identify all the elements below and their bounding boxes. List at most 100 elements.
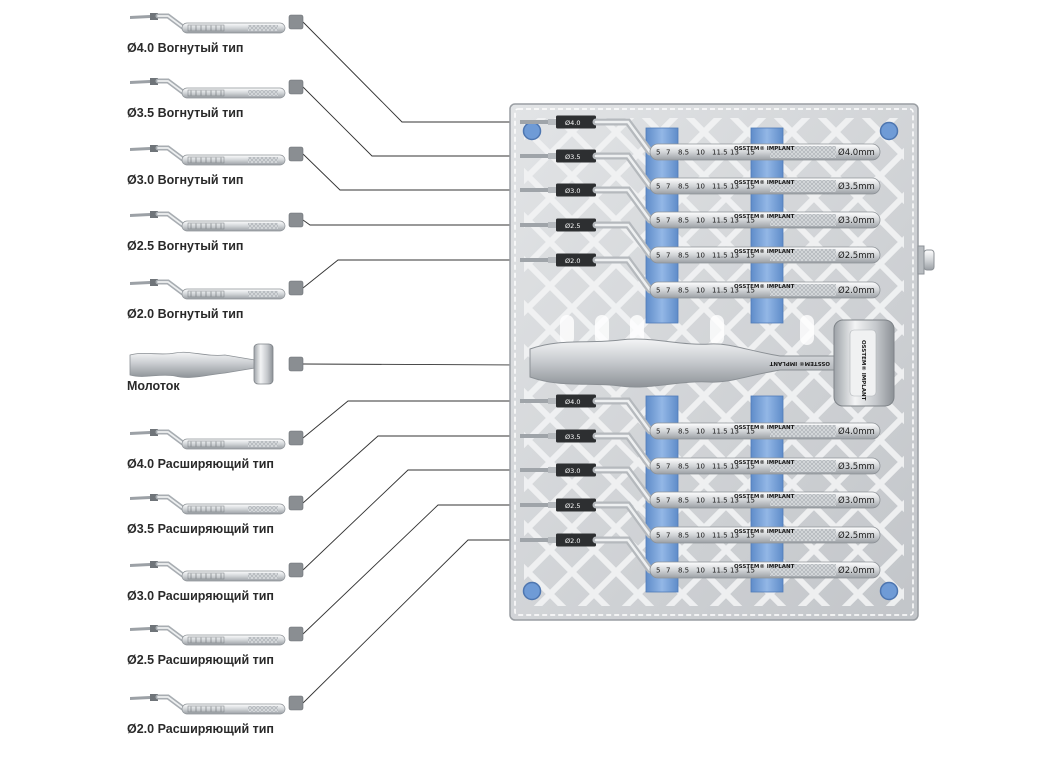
- instrument-diameter: Ø3.5: [127, 522, 154, 536]
- depth-mark: 8.5: [678, 463, 689, 471]
- instrument-type: Вогнутый тип: [158, 106, 244, 120]
- depth-mark: 13: [730, 497, 739, 505]
- tip-collar: [548, 153, 556, 159]
- depth-mark: 7: [666, 252, 670, 260]
- tip-collar: [548, 222, 556, 228]
- instrument-label: Ø3.0 Расширяющий тип: [127, 589, 274, 603]
- instrument-neck-highlight: [594, 120, 652, 154]
- legend-item-c35: Ø3.5 Вогнутый тип: [127, 78, 304, 120]
- callout-marker: [288, 695, 304, 711]
- instrument-neck-highlight: [594, 503, 652, 537]
- depth-mark: 5: [656, 217, 660, 225]
- instrument-type: Вогнутый тип: [158, 239, 244, 253]
- osteotome-neck-highlight: [157, 213, 185, 227]
- instrument-tip: [520, 120, 548, 124]
- tip-collar: [548, 257, 556, 263]
- depth-mark: 7: [666, 217, 670, 225]
- tip-label-bg: [556, 429, 596, 443]
- handle-knurling: [770, 494, 836, 506]
- depth-mark: 5: [656, 183, 660, 191]
- instrument-neck-highlight: [594, 399, 652, 433]
- handle-knurling: [770, 564, 836, 576]
- leader-line: [302, 86, 520, 157]
- callout-marker: [288, 495, 304, 511]
- legend-item-e40: Ø4.0 Расширяющий тип: [127, 429, 304, 471]
- handle-knurling: [770, 460, 836, 472]
- instrument-tip: [520, 223, 548, 227]
- handle-brand: OSSTEM® IMPLANT: [734, 214, 795, 220]
- osteotome-tip-collar: [150, 13, 158, 20]
- handle-knurling: [248, 506, 278, 512]
- osteotome-tip: [130, 15, 150, 19]
- instrument-label: Молоток: [127, 379, 180, 393]
- mallet-head-brand: OSSTEM® IMPLANT: [860, 340, 866, 401]
- instrument-tip: [520, 399, 548, 403]
- handle-knurling: [248, 573, 278, 579]
- tray-slot: [595, 315, 609, 345]
- tip-label-bg: [556, 394, 596, 408]
- depth-mark: 10: [696, 183, 705, 191]
- depth-mark: 15: [746, 287, 755, 295]
- osteotome-neck-highlight: [157, 147, 185, 161]
- legend-item-c40: Ø4.0 Вогнутый тип: [127, 13, 304, 55]
- handle-size: Ø4.0mm: [838, 147, 875, 158]
- instrument-type: Расширяющий тип: [158, 653, 274, 667]
- osteotome-tip: [130, 496, 150, 500]
- depth-mark: 10: [696, 149, 705, 157]
- depth-mark: 8.5: [678, 428, 689, 436]
- legend-item-c30: Ø3.0 Вогнутый тип: [127, 145, 304, 187]
- tray-corner-foot: [522, 581, 542, 601]
- instrument-label: Ø4.0 Вогнутый тип: [127, 41, 243, 55]
- legend-item-e30: Ø3.0 Расширяющий тип: [127, 561, 304, 603]
- handle-knurling: [770, 146, 836, 158]
- handle-knurling: [248, 157, 278, 163]
- handle-knurling: [770, 529, 836, 541]
- callout-marker: [288, 626, 304, 642]
- instrument-diameter: Ø2.5: [127, 239, 154, 253]
- depth-mark: 7: [666, 532, 670, 540]
- leader-line: [302, 469, 520, 571]
- handle-knurling: [248, 291, 278, 297]
- legend-item-mallet: Молоток: [127, 343, 304, 393]
- depth-mark: 13: [730, 428, 739, 436]
- depth-mark: 11.5: [712, 252, 728, 260]
- depth-mark: 11.5: [712, 532, 728, 540]
- handle-size: Ø2.5mm: [838, 530, 875, 541]
- tip-label-bg: [556, 183, 596, 197]
- leader-line: [302, 153, 520, 191]
- legend-item-e35: Ø3.5 Расширяющий тип: [127, 494, 304, 536]
- handle-brand: OSSTEM® IMPLANT: [734, 284, 795, 290]
- depth-mark: 7: [666, 463, 670, 471]
- instrument-neck-highlight: [594, 258, 652, 292]
- depth-mark: 15: [746, 428, 755, 436]
- osteotome-neck-highlight: [157, 431, 185, 445]
- tip-label: Ø2.0: [565, 257, 580, 265]
- tip-label-bg: [556, 149, 596, 163]
- depth-mark: 11.5: [712, 217, 728, 225]
- tray-corner-foot: [522, 121, 542, 141]
- depth-mark: 13: [730, 532, 739, 540]
- tip-label-bg: [556, 115, 596, 129]
- osteotome-tip-collar: [150, 78, 158, 85]
- mallet-brand-text: OSSTEM® IMPLANT: [769, 360, 830, 366]
- leader-lines: [302, 21, 522, 704]
- leader-line: [302, 259, 520, 289]
- instrument-neck-highlight: [594, 468, 652, 502]
- depth-mark: 13: [730, 252, 739, 260]
- handle-knurling: [770, 214, 836, 226]
- tip-label-bg: [556, 253, 596, 267]
- depth-mark: 7: [666, 497, 670, 505]
- leader-line: [302, 219, 520, 226]
- osteotome-tip-collar: [150, 494, 158, 501]
- osteotome-tip-collar: [150, 561, 158, 568]
- instrument-label: Ø2.0 Расширяющий тип: [127, 722, 274, 736]
- handle-depth-scale: [187, 572, 225, 580]
- depth-mark: 15: [746, 497, 755, 505]
- depth-mark: 7: [666, 183, 670, 191]
- tip-collar: [548, 467, 556, 473]
